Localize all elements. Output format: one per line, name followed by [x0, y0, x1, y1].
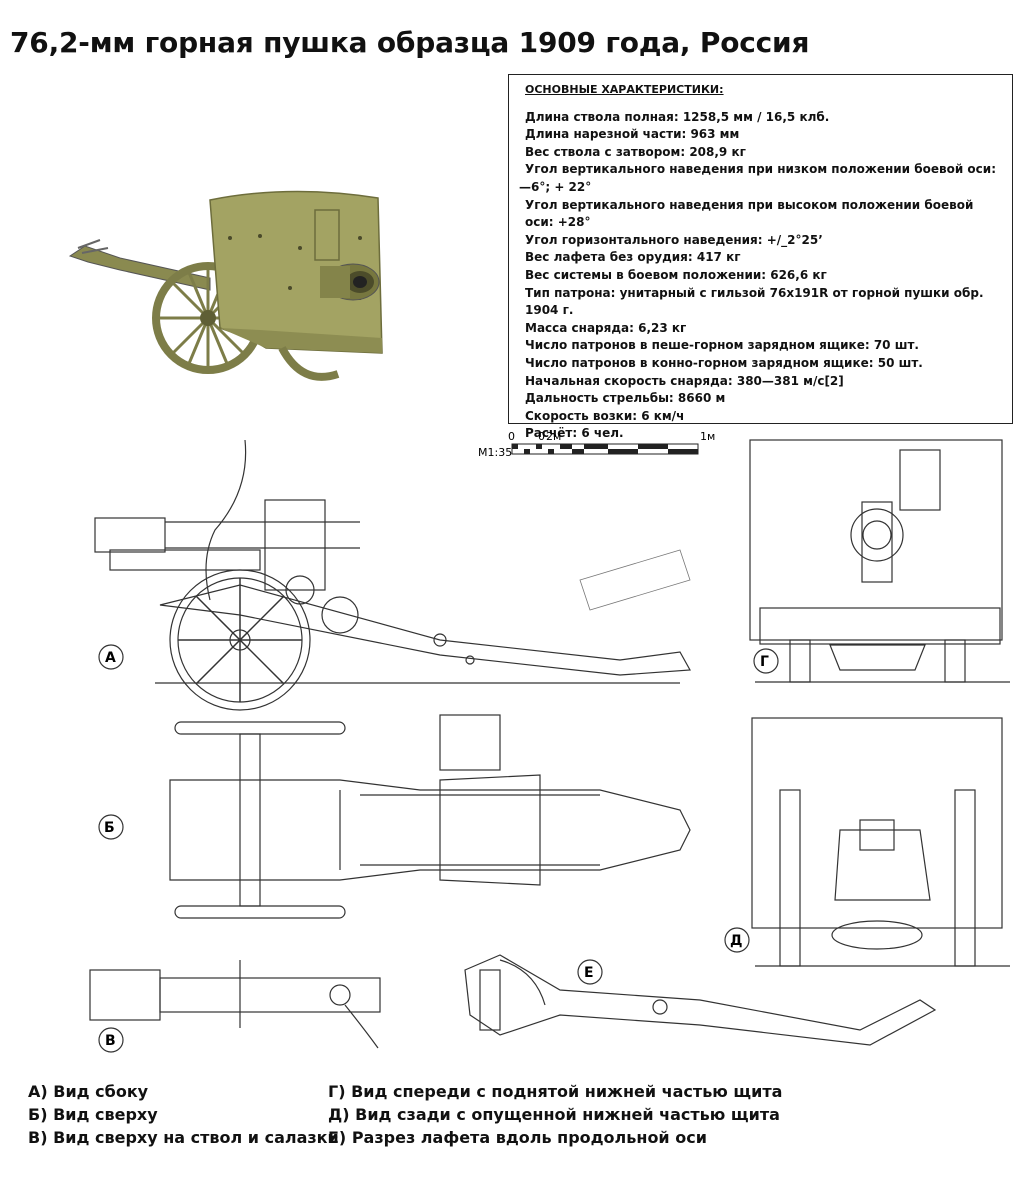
- view-letter: Е: [584, 965, 594, 981]
- specifications-panel: ОСНОВНЫЕ ХАРАКТЕРИСТИКИ: Длина ствола по…: [508, 74, 1013, 440]
- view-letter: Г: [760, 654, 769, 670]
- view-b-top: [169, 714, 691, 919]
- spec-line: Вес системы в боевом положении: 626,6 кг: [525, 267, 827, 282]
- spec-line: Начальная скорость снаряда: 380—381 м/с[…: [525, 373, 844, 388]
- spec-line: Расчёт: 6 чел.: [525, 426, 624, 441]
- legend-item: Е) Разрез лафета вдоль продольной оси: [328, 1128, 707, 1147]
- legend-item: Д) Вид сзади с опущенной нижней частью щ…: [328, 1105, 780, 1124]
- scale-tick-label: 2м: [546, 430, 561, 443]
- view-letter: Б: [104, 820, 115, 836]
- spec-line: Угол горизонтального наведения: +/_2°25’: [525, 232, 823, 247]
- view-d-rear: [751, 717, 1010, 967]
- spec-line: Дальность стрельбы: 8660 м: [525, 391, 726, 406]
- legend-item: Б) Вид сверху: [28, 1105, 158, 1124]
- spec-line: Число патронов в пеше-горном зарядном ящ…: [525, 338, 919, 353]
- scale-label: М1:35: [478, 446, 512, 459]
- scale-bar: М1:35 0 0 2м 1м: [478, 430, 715, 459]
- legend-left: А) Вид сбоку Б) Вид сверху В) Вид сверху…: [28, 1080, 339, 1149]
- spec-line: Вес ствола с затвором: 208,9 кг: [525, 144, 746, 159]
- spec-line: Длина ствола полная: 1258,5 мм / 16,5 кл…: [525, 109, 830, 124]
- spec-line: Угол вертикального наведения при высоком…: [525, 197, 974, 230]
- scale-tick-label: 0: [538, 430, 545, 443]
- view-g-front: [749, 439, 1010, 683]
- view-e-section: [464, 954, 937, 1046]
- spec-line: Вес лафета без орудия: 417 кг: [525, 250, 741, 265]
- legend-right: Г) Вид спереди с поднятой нижней частью …: [328, 1080, 782, 1149]
- spec-line: Угол вертикального наведения при низком …: [519, 162, 996, 194]
- spec-line: Длина нарезной части: 963 мм: [525, 127, 740, 142]
- spec-line: Число патронов в конно-горном зарядном я…: [525, 355, 923, 370]
- spec-line: Тип патрона: унитарный с гильзой 76х191R…: [525, 285, 984, 318]
- page-title: 76,2-мм горная пушка образца 1909 года, …: [10, 26, 810, 59]
- view-letter: А: [105, 650, 116, 666]
- view-a-side: [94, 439, 691, 711]
- view-letter: Д: [730, 933, 742, 949]
- legend-item: А) Вид сбоку: [28, 1082, 149, 1101]
- spec-line: Скорость возки: 6 км/ч: [525, 408, 685, 423]
- scale-tick-label: 0: [508, 430, 515, 443]
- gun-illustration: [68, 190, 383, 381]
- legend-item: Г) Вид спереди с поднятой нижней частью …: [328, 1082, 783, 1101]
- legend-item: В) Вид сверху на ствол и салазки: [28, 1128, 339, 1147]
- specifications-header: ОСНОВНЫЕ ХАРАКТЕРИСТИКИ:: [525, 83, 724, 96]
- scale-tick-label: 1м: [700, 430, 715, 443]
- view-letter: В: [105, 1033, 116, 1049]
- view-v-barrel: [89, 960, 381, 1049]
- spec-line: Масса снаряда: 6,23 кг: [525, 320, 687, 335]
- technical-drawings: М1:35 0 0 2м 1м А: [89, 430, 1010, 1053]
